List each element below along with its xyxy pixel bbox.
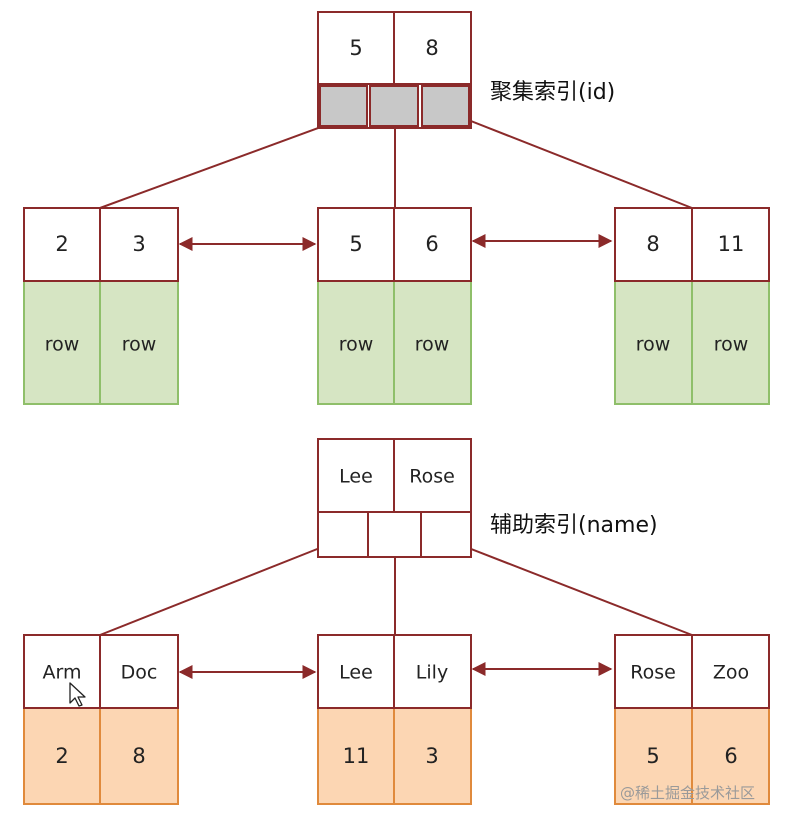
clustered-root-pointer-3 — [421, 85, 470, 127]
clustered-leaf-1-key-2: 3 — [132, 232, 145, 256]
clustered-leaf-1-row-1: row — [45, 334, 80, 356]
secondary-index-tree: Lee Rose 辅助索引(name) Arm Doc 2 8 Lee Lily — [23, 438, 770, 805]
clustered-root-key-2: 8 — [425, 36, 438, 60]
clustered-index-tree: 5 8 聚集索引(id) 2 3 row row 5 6 row row — [23, 11, 770, 405]
clustered-leaf-2-row-1: row — [339, 334, 374, 356]
secondary-leaf-1: Arm Doc 2 8 — [23, 634, 179, 805]
mouse-cursor-icon — [69, 682, 86, 707]
clustered-link-right — [447, 111, 693, 209]
secondary-leaf-3-key-2: Zoo — [713, 662, 749, 684]
secondary-leaf-2-value-2: 3 — [425, 744, 438, 768]
secondary-leaf-3-value-2: 6 — [724, 744, 737, 768]
clustered-leaf-2: 5 6 row row — [317, 207, 472, 405]
secondary-leaf-1-key-1: Arm — [43, 662, 82, 684]
secondary-root-key-1: Lee — [339, 466, 373, 488]
secondary-leaf-1-value-2: 8 — [132, 744, 145, 768]
clustered-root-node: 5 8 — [317, 11, 472, 129]
clustered-leaf-1-key-1: 2 — [55, 232, 68, 256]
secondary-leaf-3-value-1: 5 — [646, 744, 659, 768]
secondary-leaf-2-key-1: Lee — [339, 662, 373, 684]
secondary-leaf-2: Lee Lily 11 3 — [317, 634, 472, 805]
watermark: @稀土掘金技术社区 — [620, 784, 755, 802]
secondary-link-right — [447, 539, 693, 636]
secondary-leaf-2-key-2: Lily — [416, 662, 448, 684]
clustered-leaf-3-row-1: row — [636, 334, 671, 356]
secondary-link-left — [99, 539, 341, 636]
secondary-root-key-2: Rose — [409, 466, 455, 488]
clustered-leaf-3-row-2: row — [714, 334, 749, 356]
clustered-leaf-1: 2 3 row row — [23, 207, 179, 405]
secondary-root-node: Lee Rose — [317, 438, 472, 558]
clustered-leaf-2-row-2: row — [415, 334, 450, 356]
clustered-root-pointer-2 — [369, 85, 419, 127]
clustered-root-pointer-1 — [319, 85, 368, 127]
secondary-leaf-3-key-1: Rose — [630, 662, 676, 684]
clustered-leaf-1-row-2: row — [122, 334, 157, 356]
clustered-leaf-2-key-1: 5 — [349, 232, 362, 256]
clustered-leaf-3-key-2: 11 — [718, 232, 745, 256]
clustered-index-label: 聚集索引(id) — [490, 80, 615, 105]
clustered-leaf-3-key-1: 8 — [646, 232, 659, 256]
clustered-link-left — [99, 119, 341, 209]
secondary-leaf-2-value-1: 11 — [343, 744, 370, 768]
secondary-leaf-1-value-1: 2 — [55, 744, 68, 768]
secondary-leaf-3: Rose Zoo 5 6 — [614, 634, 770, 805]
clustered-leaf-3: 8 11 row row — [614, 207, 770, 405]
secondary-index-label: 辅助索引(name) — [490, 513, 658, 538]
clustered-leaf-2-key-2: 6 — [425, 232, 438, 256]
secondary-leaf-1-key-2: Doc — [121, 662, 158, 684]
clustered-root-key-1: 5 — [349, 36, 362, 60]
